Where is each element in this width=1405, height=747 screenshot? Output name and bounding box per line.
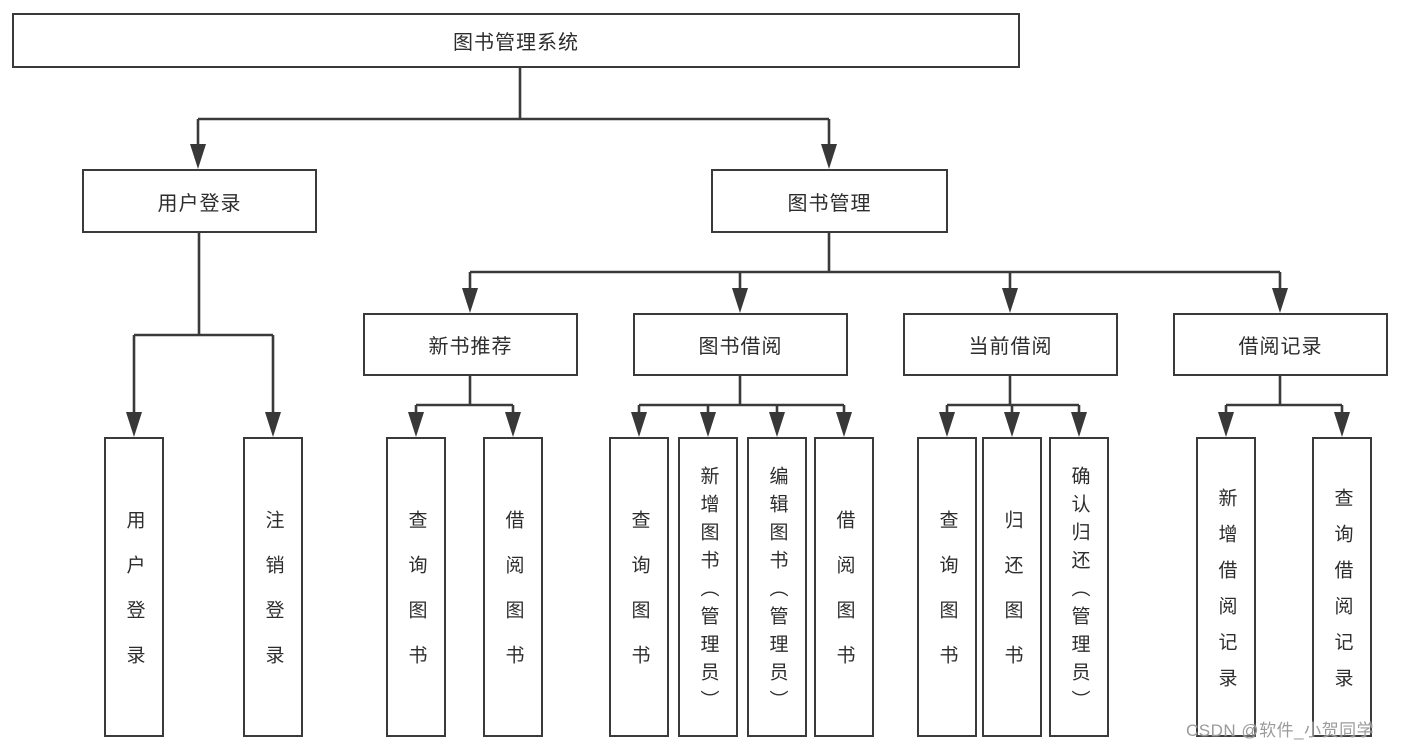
leaf-label: 查询图书 (628, 510, 650, 690)
node-label: 图书借阅 (698, 336, 783, 358)
leaf-logout: 注销登录 (243, 437, 303, 737)
leaf-query-books: 查询图书 (386, 437, 446, 737)
leaf-label: 借阅图书 (833, 510, 855, 690)
leaf-borrow-books: 借阅图书 (483, 437, 543, 737)
leaf-label: 确认归还（管理员） (1068, 465, 1090, 718)
node-label: 图书管理 (787, 192, 872, 215)
node-label: 当前借阅 (968, 336, 1053, 358)
node-book-borrow: 图书借阅 (633, 313, 848, 376)
leaf-label: 查询图书 (936, 510, 958, 690)
leaf-label: 注销登录 (262, 510, 284, 690)
leaf-label: 归还图书 (1001, 510, 1023, 690)
node-borrow-records: 借阅记录 (1173, 313, 1388, 376)
node-label: 用户登录 (157, 192, 242, 215)
leaf-label: 编辑图书（管理员） (766, 465, 788, 718)
leaf-label: 新增图书（管理员） (697, 465, 719, 718)
node-label: 新书推荐 (428, 336, 513, 358)
leaf-user-login: 用户登录 (104, 437, 164, 737)
leaf-add-borrow-record: 新增借阅记录 (1196, 437, 1256, 737)
leaf-query-books-3: 查询图书 (917, 437, 977, 737)
node-book-management: 图书管理 (711, 169, 948, 233)
leaf-label: 用户登录 (123, 510, 145, 690)
leaf-query-books-2: 查询图书 (609, 437, 669, 737)
node-label: 图书管理系统 (453, 32, 579, 54)
leaf-label: 借阅图书 (502, 510, 524, 690)
node-label: 借阅记录 (1238, 336, 1323, 358)
node-new-book-recommend: 新书推荐 (363, 313, 578, 376)
leaf-query-borrow-record: 查询借阅记录 (1312, 437, 1372, 737)
node-user-login: 用户登录 (82, 169, 317, 233)
leaf-borrow-books-2: 借阅图书 (814, 437, 874, 737)
arrowheads (126, 144, 1350, 437)
leaf-return-book: 归还图书 (982, 437, 1042, 737)
leaf-label: 查询图书 (405, 510, 427, 690)
node-library-system: 图书管理系统 (12, 13, 1020, 68)
leaf-label: 新增借阅记录 (1215, 487, 1237, 704)
leaf-edit-book-admin: 编辑图书（管理员） (747, 437, 807, 737)
leaf-add-book-admin: 新增图书（管理员） (678, 437, 738, 737)
csdn-watermark: CSDN @软件_小贺同学 (1186, 721, 1375, 740)
node-current-borrow: 当前借阅 (903, 313, 1118, 376)
leaf-confirm-return-admin: 确认归还（管理员） (1049, 437, 1109, 737)
leaf-label: 查询借阅记录 (1331, 487, 1353, 704)
